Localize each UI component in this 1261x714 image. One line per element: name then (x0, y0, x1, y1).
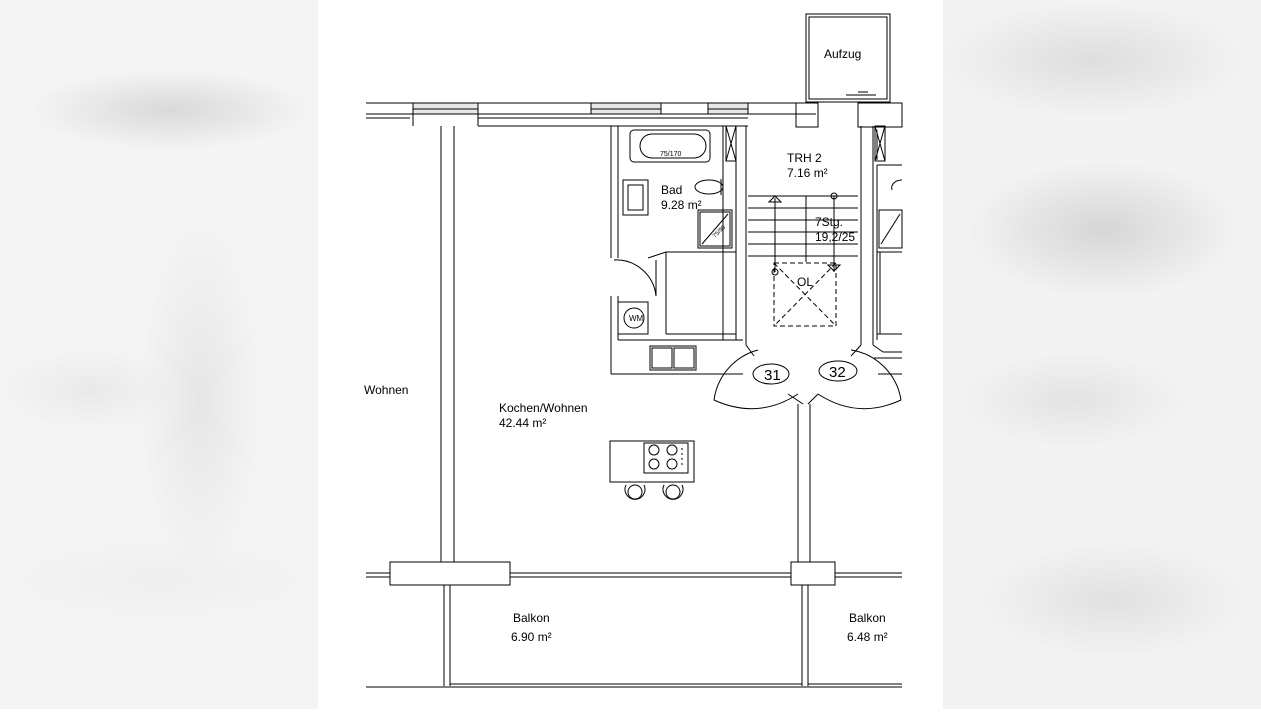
bathroom-door (613, 251, 667, 297)
blurred-right-panel (943, 0, 1261, 709)
balcony-outline (366, 585, 902, 688)
shower-size: 75/90 (712, 224, 727, 239)
kitchen-counter (649, 345, 697, 371)
stair-ol: OL (797, 275, 813, 289)
bathroom-walls (610, 126, 743, 375)
kitchen-island (609, 440, 695, 500)
label-wohnen: Wohnen (364, 383, 408, 397)
floor-plan: Aufzug TRH 2 7.16 m² Bad 9.28 m² 7Stg. 1… (318, 0, 943, 709)
label-aufzug: Aufzug (824, 47, 861, 61)
bathtub-size: 75/170 (660, 151, 682, 158)
elevator-shaft (805, 13, 891, 103)
toilet (694, 179, 724, 195)
blurred-left-panel (0, 0, 318, 709)
area-kochen: 42.44 m² (499, 416, 546, 430)
area-trh: 7.16 m² (787, 166, 828, 180)
entrance-door-32 (807, 344, 902, 410)
stairwell-walls (725, 125, 886, 345)
floor-plan-drawing: Aufzug TRH 2 7.16 m² Bad 9.28 m² 7Stg. 1… (364, 13, 903, 688)
stair-treads (748, 192, 858, 276)
area-bad: 9.28 m² (661, 198, 702, 212)
label-kochen: Kochen/Wohnen (499, 401, 588, 415)
bathroom-cabinet (622, 179, 649, 216)
corridor-wall (797, 404, 811, 562)
entrance-door-31 (713, 344, 804, 410)
door-number-32: 32 (829, 364, 846, 381)
label-balkon-right: Balkon (849, 611, 886, 625)
stair-steps: 7Stg. (815, 215, 843, 229)
stair-landing (773, 262, 837, 327)
label-balkon-left: Balkon (513, 611, 550, 625)
washer-label: WM (629, 314, 644, 323)
shower (697, 209, 733, 249)
bathtub (629, 129, 711, 163)
area-balkon-left: 6.90 m² (511, 630, 552, 644)
door-number-31: 31 (764, 367, 781, 384)
bottom-wall (366, 561, 902, 586)
label-trh: TRH 2 (787, 151, 822, 165)
neighbor-unit-right (876, 164, 903, 340)
stair-dimensions: 19,2/25 (815, 230, 855, 244)
washing-machine (617, 301, 649, 335)
partition-wall-left (440, 126, 455, 562)
area-balkon-right: 6.48 m² (847, 630, 888, 644)
top-wall (366, 102, 903, 128)
label-bad: Bad (661, 183, 682, 197)
